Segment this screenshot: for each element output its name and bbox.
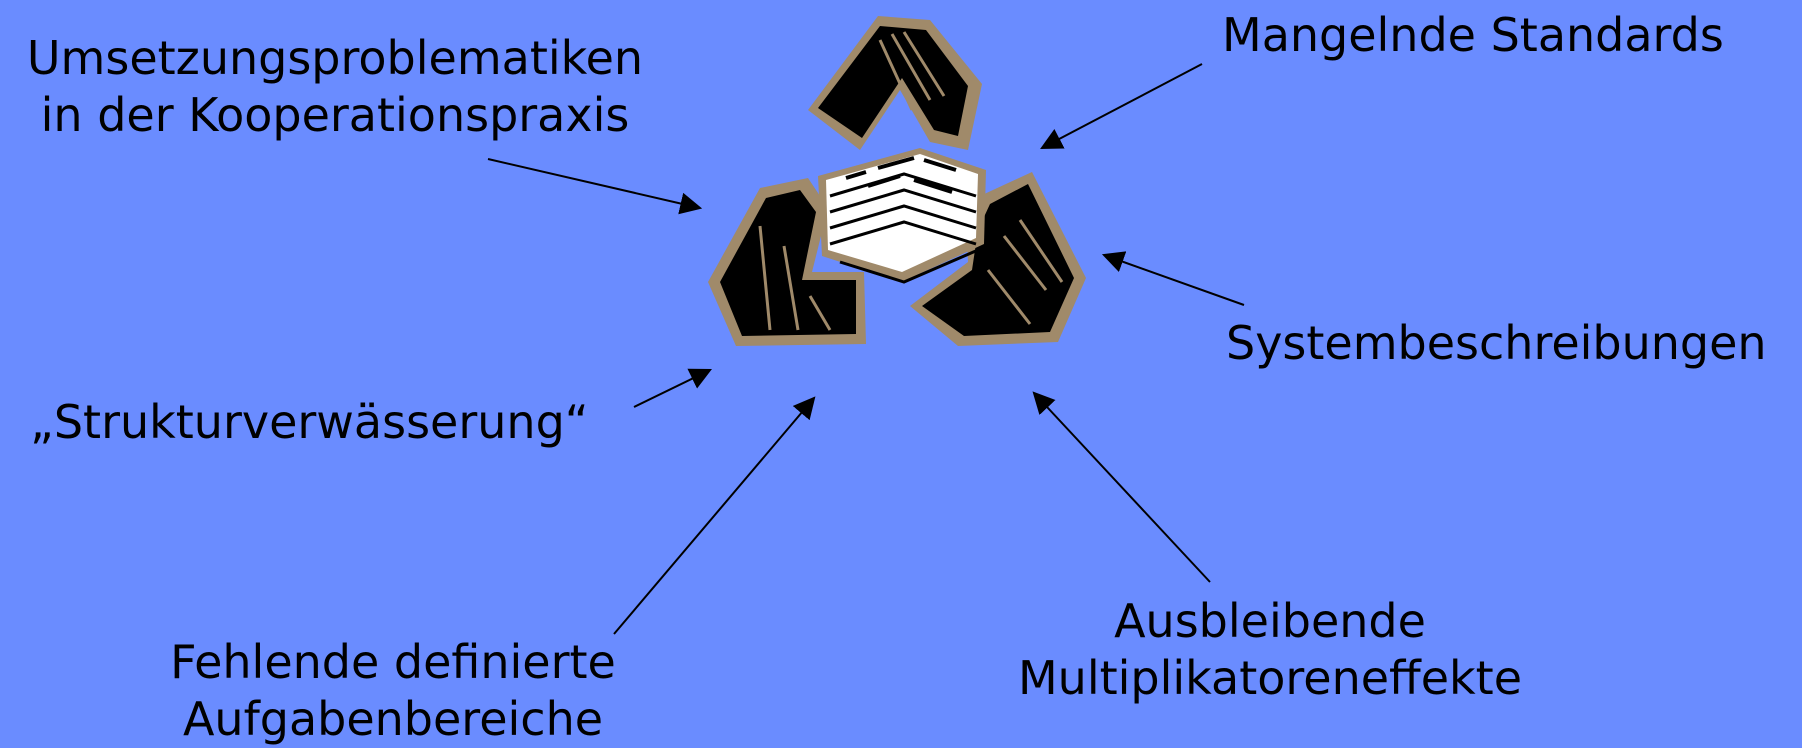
label-fehlende-aufgabenbereiche: Fehlende definierte Aufgabenbereiche (120, 634, 666, 748)
label-ausbleibende-multiplikatoreneffekte: Ausbleibende Multiplikatoreneffekte (990, 593, 1550, 707)
label-ausbleibend-line2: Multiplikatoreneffekte (1017, 651, 1523, 705)
recycling-newspaper-icon (708, 16, 1086, 346)
label-systembeschreibungen: Systembeschreibungen (1226, 316, 1767, 370)
label-fehlende-line2: Aufgabenbereiche (182, 692, 604, 746)
label-umsetzungsproblematiken: Umsetzungsproblematiken in der Kooperati… (10, 30, 660, 144)
arrow-struktur (633, 368, 712, 408)
recycle-arrow-left-icon (708, 178, 866, 346)
recycle-arrow-top-icon (808, 16, 982, 150)
arrow-system (1101, 251, 1245, 306)
arrow-ausbleibend (1032, 391, 1211, 583)
arrow-fehlende (613, 396, 816, 635)
label-mangelnde-standards: Mangelnde Standards (1222, 8, 1724, 62)
label-umsetzung-line2: in der Kooperationspraxis (40, 88, 630, 142)
arrow-umsetzung (487, 158, 703, 215)
label-umsetzung-line1: Umsetzungsproblematiken (26, 31, 644, 85)
arrow-mangelnde (1040, 63, 1203, 150)
recycle-arrow-right-icon (910, 172, 1086, 346)
label-strukturverwaesserung: „Strukturverwässerung“ (30, 395, 589, 449)
label-fehlende-line1: Fehlende definierte (170, 635, 616, 689)
label-ausbleibend-line1: Ausbleibende (1114, 594, 1426, 648)
newspaper-stack-icon (818, 148, 986, 284)
